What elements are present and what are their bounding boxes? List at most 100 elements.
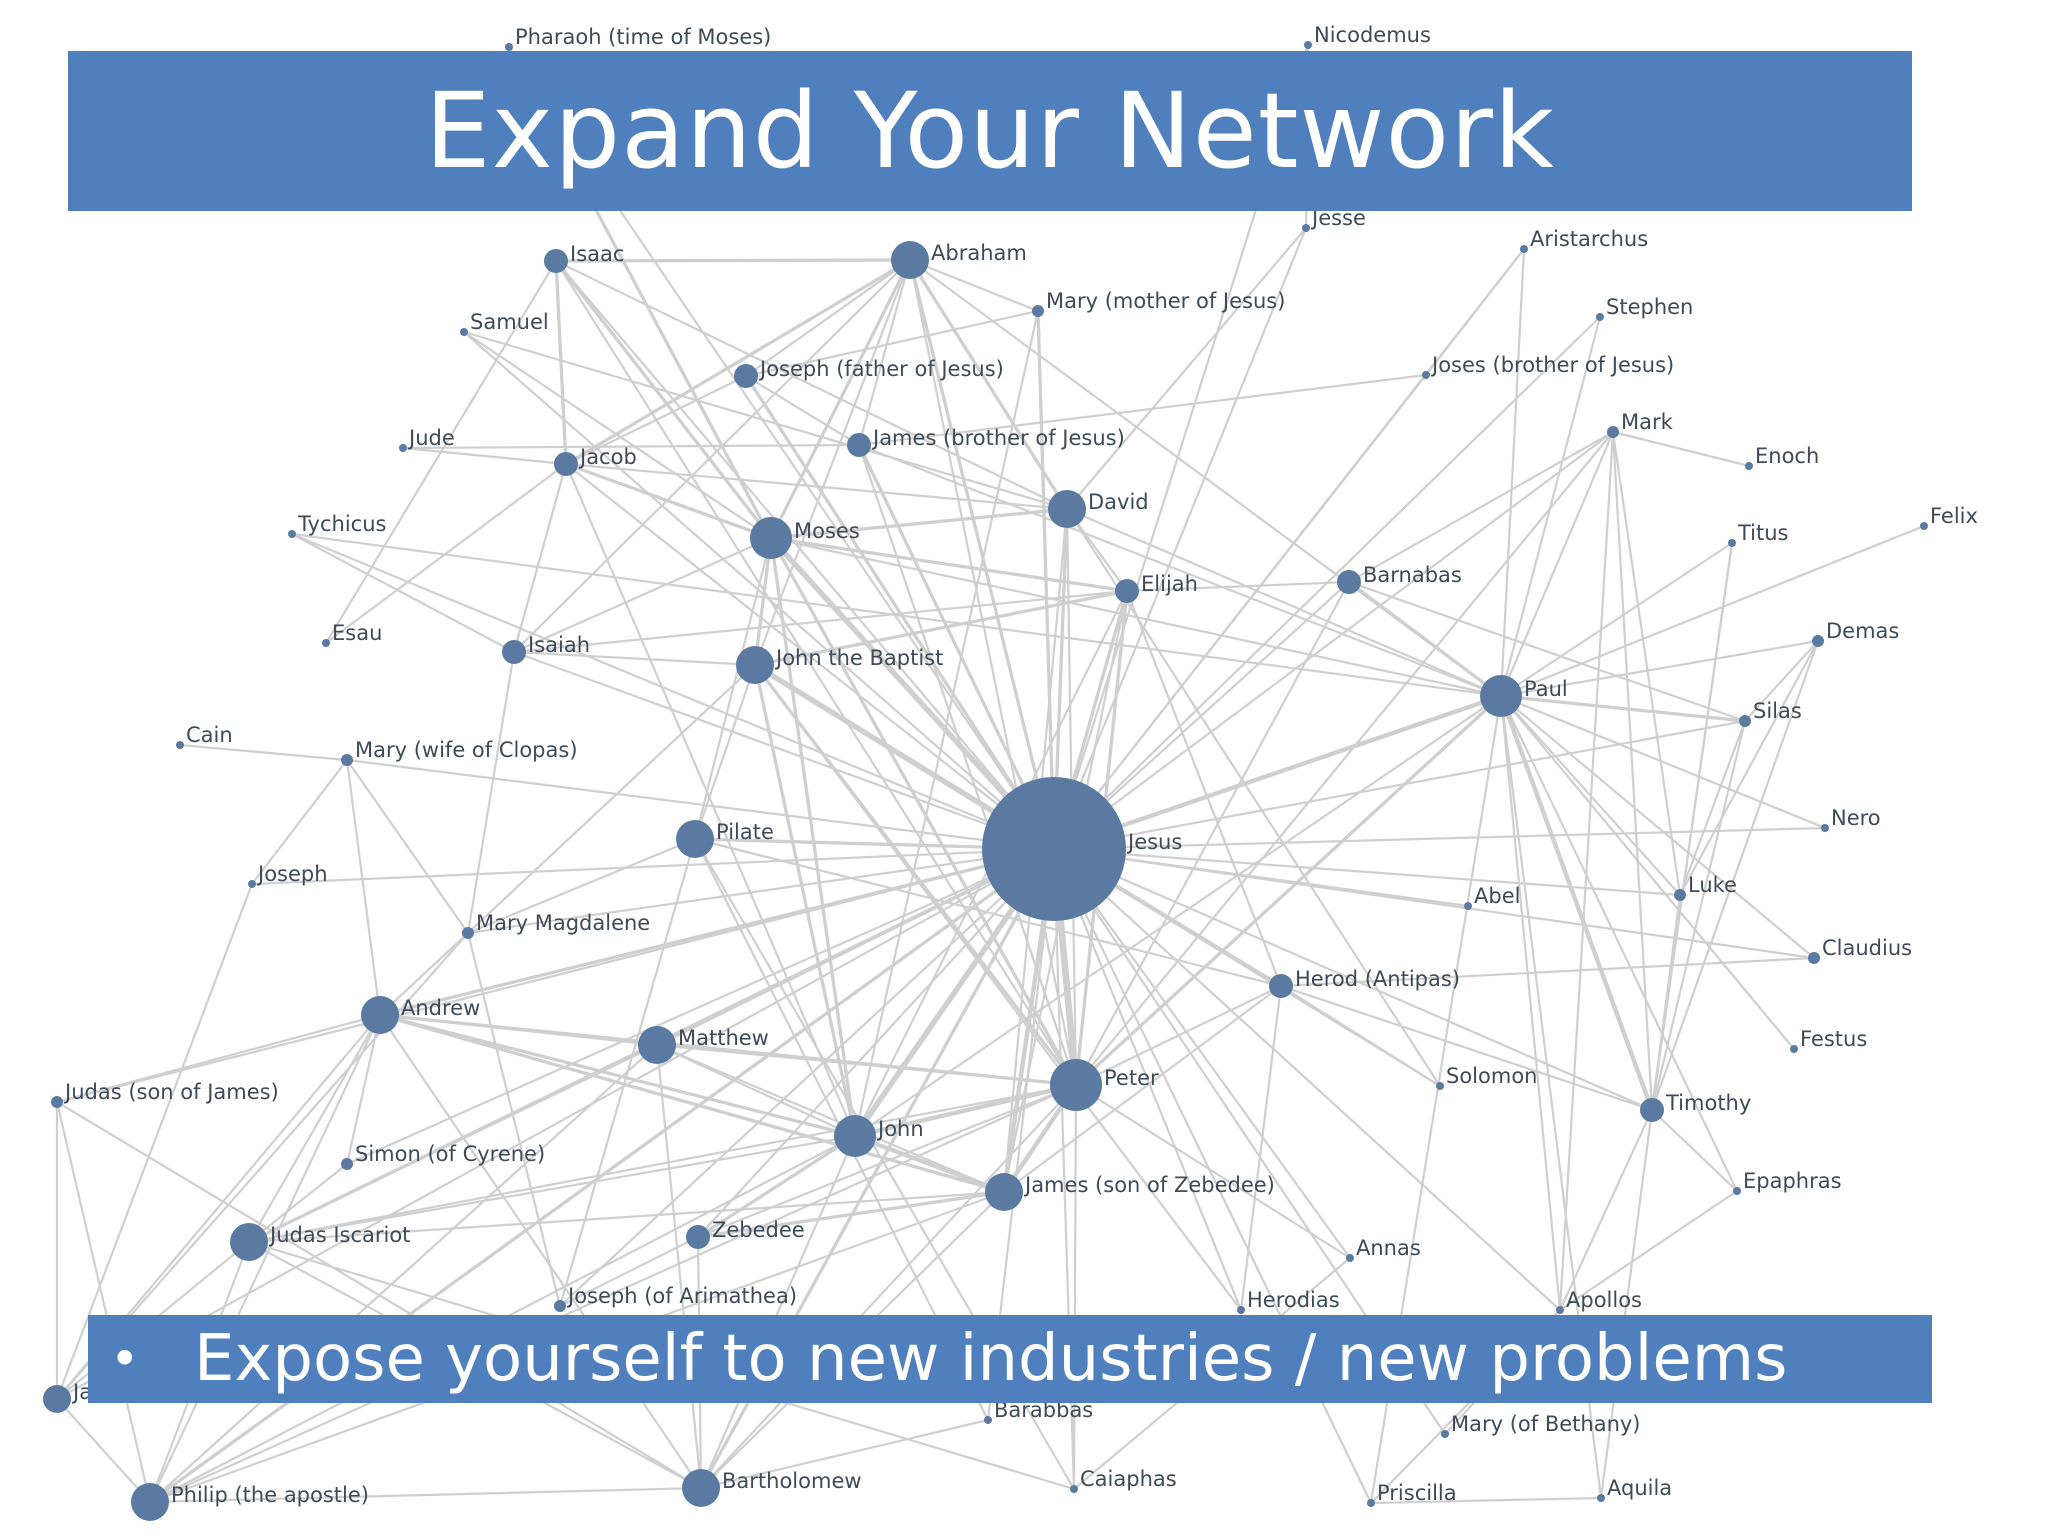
edge-silas-demas	[1743, 639, 1820, 723]
node-andrew	[361, 996, 399, 1034]
edge-timothy-silas	[1650, 719, 1747, 1112]
edge-paul-aristarchus	[1499, 247, 1526, 698]
edge-peter-james-brother-of-jesus	[857, 443, 1078, 1087]
node-elijah	[1115, 579, 1139, 603]
node-zebedee	[686, 1225, 710, 1249]
node-festus	[1790, 1045, 1798, 1053]
edge-philip-the-apostle-judas-son-of-james	[55, 1100, 152, 1504]
node-joseph-of-arimathea	[554, 1300, 566, 1312]
node-jacob	[554, 452, 578, 476]
edge-paul-james-brother-of-jesus	[857, 443, 1503, 698]
node-aquila	[1597, 1494, 1605, 1502]
node-label-judas-son-of-james: Judas (son of James)	[63, 1080, 279, 1104]
edge-jesus-james-brother-of-jesus	[857, 443, 1056, 851]
node-label-solomon: Solomon	[1446, 1064, 1537, 1088]
node-felix	[1920, 522, 1928, 530]
bullet-text: Expose yourself to new industries / new …	[194, 1322, 1788, 1396]
edge-andrew-philip-the-apostle	[148, 1013, 382, 1504]
bullet-banner: • Expose yourself to new industries / ne…	[88, 1315, 1932, 1403]
node-barabbas	[984, 1416, 992, 1424]
edge-john-the-baptist-andrew	[378, 663, 757, 1017]
edge-mark-apollos	[1558, 430, 1615, 1312]
node-pilate	[676, 820, 714, 858]
edge-mark-enoch	[1611, 430, 1751, 468]
edge-isaac-david	[554, 259, 1069, 511]
edge-pilate-joseph-of-arimathea	[558, 837, 697, 1308]
node-john	[834, 1115, 876, 1157]
edge-barabbas-bartholomew	[699, 1418, 990, 1490]
edge-mary-wife-of-clopas-mary-magdalene	[345, 758, 470, 935]
node-peter	[1050, 1059, 1102, 1111]
edge-john-mary-mother-of-jesus	[853, 309, 1040, 1138]
edge-jesus-herodias	[1052, 847, 1243, 1312]
edge-moses-john-the-baptist	[753, 536, 773, 667]
graph-nodes: Pharaoh (time of Moses)NicodemusJesseIsa…	[43, 23, 1978, 1521]
node-label-priscilla: Priscilla	[1377, 1481, 1457, 1505]
edge-isaiah-mary-magdalene	[466, 650, 516, 935]
edge-mary-wife-of-clopas-joseph	[250, 758, 349, 886]
edge-paul-peter	[1074, 694, 1503, 1087]
node-label-moses: Moses	[794, 519, 860, 543]
edge-abraham-joseph-father-of-jesus	[744, 258, 912, 378]
edge-david-samuel	[462, 330, 1069, 511]
node-label-andrew: Andrew	[401, 996, 480, 1020]
node-silas	[1739, 715, 1751, 727]
node-label-mary-mother-of-jesus: Mary (mother of Jesus)	[1046, 289, 1285, 313]
edge-john-judas-iscariot	[247, 1134, 857, 1244]
node-label-epaphras: Epaphras	[1743, 1169, 1842, 1193]
edge-jesus-tychicus	[290, 532, 1056, 851]
edge-jesus-abraham	[908, 258, 1056, 851]
node-label-felix: Felix	[1930, 504, 1978, 528]
edge-peter-herod-antipas	[1074, 984, 1283, 1087]
edge-james-son-of-zebedee-matthew	[655, 1043, 1006, 1194]
node-tychicus	[288, 530, 296, 538]
node-isaiah	[502, 640, 526, 664]
node-apollos	[1556, 1306, 1564, 1314]
edge-andrew-matthew	[378, 1013, 659, 1047]
node-label-joseph-of-arimathea: Joseph (of Arimathea)	[566, 1284, 797, 1308]
edge-aristarchus-joses-brother-of-jesus	[1424, 247, 1526, 377]
edge-john-the-baptist-john	[753, 663, 857, 1138]
edge-simon-of-cyrene-judas-iscariot	[247, 1162, 349, 1244]
edge-andrew-judas-iscariot	[247, 1013, 382, 1244]
edge-jesus-isaac	[554, 259, 1056, 851]
edge-joseph-of-arimathea-mary-magdalene	[466, 931, 562, 1308]
edge-paul-apollos	[1499, 694, 1562, 1312]
edge-abraham-jacob	[564, 258, 912, 466]
edge-pilate-herod-antipas	[693, 837, 1283, 988]
edge-isaiah-tychicus	[290, 532, 516, 654]
edge-barnabas-elijah	[1125, 580, 1351, 593]
node-esau	[322, 639, 330, 647]
node-barnabas	[1337, 570, 1361, 594]
edge-timothy-epaphras	[1650, 1108, 1739, 1193]
edge-titus-timothy	[1650, 541, 1734, 1112]
edge-jacob-jude	[401, 446, 568, 466]
node-label-pharaoh-time-of-moses: Pharaoh (time of Moses)	[515, 25, 771, 49]
node-label-isaiah: Isaiah	[528, 633, 590, 657]
edge-paul-festus	[1499, 694, 1796, 1051]
node-label-caiaphas: Caiaphas	[1080, 1467, 1177, 1491]
edge-david-solomon	[1065, 507, 1442, 1088]
node-label-simon-of-cyrene: Simon (of Cyrene)	[355, 1142, 545, 1166]
edge-john-bartholomew	[699, 1134, 857, 1490]
node-label-john: John	[876, 1117, 924, 1141]
node-judas-son-of-james	[51, 1096, 63, 1108]
node-timothy	[1640, 1098, 1664, 1122]
edge-peter-matthew	[655, 1043, 1078, 1087]
node-label-aristarchus: Aristarchus	[1530, 227, 1648, 251]
edge-jesus-isaiah	[512, 650, 1056, 851]
edge-jesus-nero	[1052, 826, 1827, 851]
edge-john-the-baptist-elijah	[753, 589, 1129, 667]
node-john-the-baptist	[736, 646, 774, 684]
node-paul	[1480, 675, 1522, 717]
edge-james-brother-of-jesus-joseph-father-of-jesus	[744, 374, 861, 447]
node-label-jesus: Jesus	[1126, 830, 1182, 854]
edge-james-brother-of-jesus-jude	[401, 443, 861, 450]
edge-john-the-baptist-pilate	[693, 663, 757, 841]
node-jesse	[1302, 224, 1310, 232]
node-label-elijah: Elijah	[1141, 572, 1198, 596]
node-label-timothy: Timothy	[1665, 1091, 1751, 1115]
node-samuel	[460, 328, 468, 336]
node-label-abel: Abel	[1474, 884, 1520, 908]
node-isaac	[544, 249, 568, 273]
